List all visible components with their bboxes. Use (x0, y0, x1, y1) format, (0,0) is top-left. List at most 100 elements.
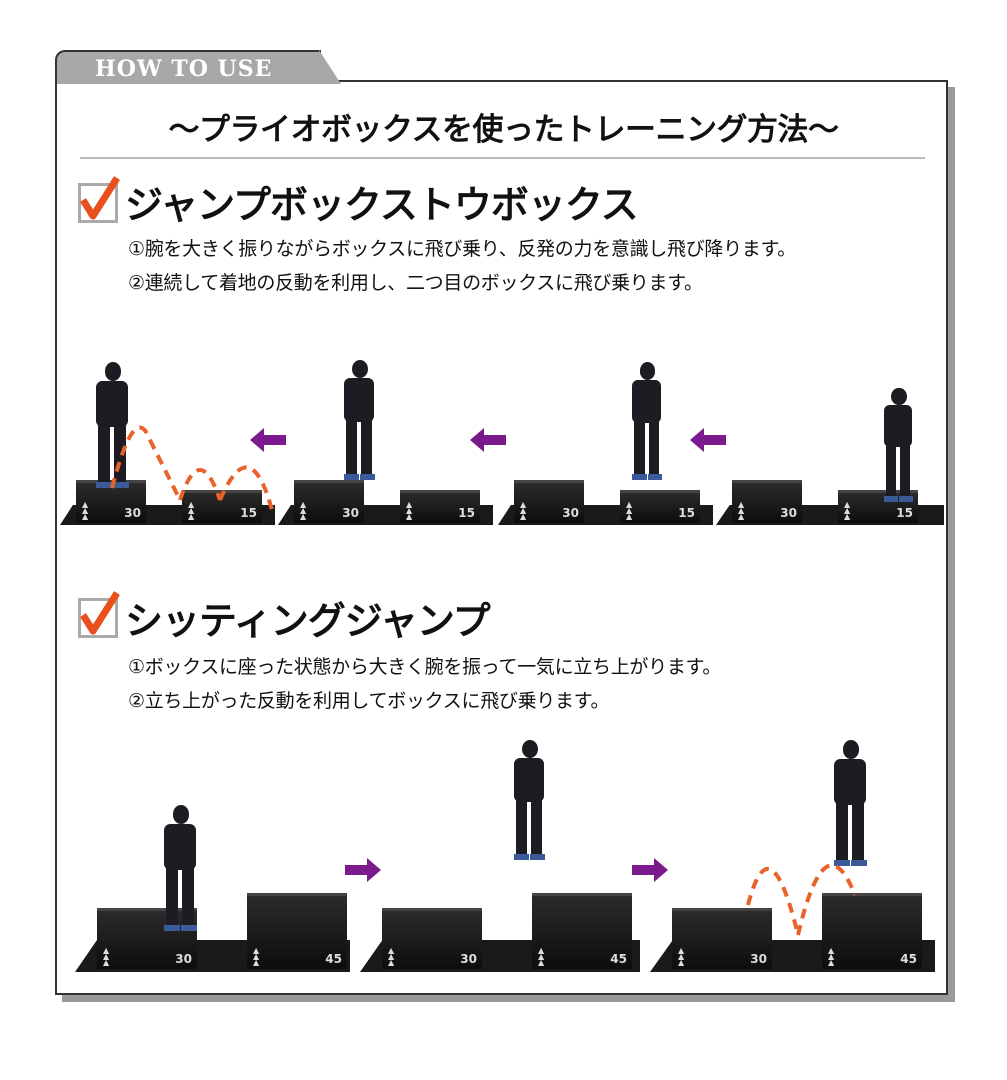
chevron-icon: ▲▲▲ (103, 946, 110, 967)
leg (648, 420, 660, 476)
tab-label: HOW TO USE (95, 56, 273, 82)
plyo-box: 15 ▲▲▲ (400, 490, 480, 523)
leg (114, 425, 126, 484)
head (172, 805, 190, 824)
leg (899, 445, 911, 499)
head (891, 388, 907, 406)
box-height-label: 30 (124, 506, 141, 520)
leg (361, 420, 372, 476)
torso (164, 823, 196, 871)
torso (96, 380, 128, 428)
section-heading: ジャンプボックストウボックス (125, 183, 639, 227)
torso (834, 758, 866, 806)
plyo-box: 15 ▲▲▲ (182, 490, 262, 523)
chevron-icon: ▲▲▲ (406, 500, 413, 521)
box-height-label: 15 (678, 506, 695, 520)
leg (346, 420, 357, 476)
arrow-left-icon (250, 428, 286, 452)
arrow-left-icon (470, 428, 506, 452)
head (842, 740, 860, 759)
chevron-icon: ▲▲▲ (388, 946, 395, 967)
checkbox-icon (78, 176, 120, 223)
shoe (181, 924, 197, 931)
head (352, 360, 368, 378)
step-text: ②連続して着地の反動を利用し、二つ目のボックスに飛び乗ります。 (128, 272, 703, 294)
plyo-box: 30 ▲▲▲ (97, 908, 197, 969)
shoe (514, 854, 529, 860)
plyo-box: 45 ▲▲▲ (532, 893, 632, 969)
shoe (344, 474, 359, 480)
head (104, 362, 122, 381)
plyo-box: 45 ▲▲▲ (247, 893, 347, 969)
chevron-icon: ▲▲▲ (253, 946, 260, 967)
torso (883, 405, 913, 447)
shoe (834, 859, 850, 866)
step-text: ①ボックスに座った状態から大きく腕を振って一気に立ち上がります。 (128, 656, 722, 678)
box-height-label: 45 (610, 952, 627, 966)
leg (885, 445, 897, 499)
chevron-icon: ▲▲▲ (82, 500, 89, 521)
chevron-icon: ▲▲▲ (738, 500, 745, 521)
chevron-icon: ▲▲▲ (828, 946, 835, 967)
leg (531, 800, 542, 856)
step-text: ②立ち上がった反動を利用してボックスに飛び乗ります。 (128, 690, 610, 712)
plyo-box: 15 ▲▲▲ (620, 490, 700, 523)
shoe (631, 473, 647, 480)
plyo-box: 30 ▲▲▲ (672, 908, 772, 969)
head (522, 740, 538, 758)
plyo-box: 30 ▲▲▲ (514, 480, 584, 523)
leg (516, 800, 527, 856)
box-height-label: 30 (175, 952, 192, 966)
chevron-icon: ▲▲▲ (188, 500, 195, 521)
box-height-label: 15 (896, 506, 913, 520)
box-height-label: 30 (460, 952, 477, 966)
shoe (164, 924, 180, 931)
content-frame (55, 80, 948, 995)
shoe (851, 859, 867, 866)
leg (836, 803, 848, 862)
leg (182, 868, 194, 927)
box-height-label: 30 (562, 506, 579, 520)
leg (166, 868, 178, 927)
section-heading: シッティングジャンプ (125, 599, 491, 643)
box-height-label: 30 (750, 952, 767, 966)
step-text: ①腕を大きく振りながらボックスに飛び乗り、反発の力を意識し飛び降ります。 (128, 238, 797, 260)
shoe (530, 854, 545, 860)
box-height-label: 15 (458, 506, 475, 520)
arrow-right-icon (345, 858, 381, 882)
page-title: 〜プライオボックスを使ったトレーニング方法〜 (168, 112, 839, 148)
divider (80, 157, 925, 159)
head (639, 362, 656, 380)
plyo-box: 30 ▲▲▲ (382, 908, 482, 969)
chevron-icon: ▲▲▲ (844, 500, 851, 521)
plyo-box: 15 ▲▲▲ (838, 490, 918, 523)
checkbox-icon (78, 591, 120, 638)
chevron-icon: ▲▲▲ (520, 500, 527, 521)
chevron-icon: ▲▲▲ (538, 946, 545, 967)
box-height-label: 30 (342, 506, 359, 520)
box-height-label: 45 (900, 952, 917, 966)
shoe (96, 481, 112, 488)
shoe (360, 474, 375, 480)
box-height-label: 30 (780, 506, 797, 520)
chevron-icon: ▲▲▲ (626, 500, 633, 521)
plyo-box: 30 ▲▲▲ (294, 480, 364, 523)
arrow-right-icon (632, 858, 668, 882)
torso (631, 379, 662, 423)
torso (514, 758, 544, 802)
box-height-label: 15 (240, 506, 257, 520)
torso (344, 378, 374, 422)
leg (852, 803, 864, 862)
how-to-use-tab: HOW TO USE (55, 50, 341, 84)
leg (633, 420, 645, 476)
plyo-box: 30 ▲▲▲ (732, 480, 802, 523)
shoe (899, 496, 914, 502)
chevron-icon: ▲▲▲ (300, 500, 307, 521)
arrow-left-icon (690, 428, 726, 452)
shoe (647, 473, 663, 480)
shoe (113, 481, 129, 488)
plyo-box: 45 ▲▲▲ (822, 893, 922, 969)
box-height-label: 45 (325, 952, 342, 966)
leg (98, 425, 110, 484)
chevron-icon: ▲▲▲ (678, 946, 685, 967)
